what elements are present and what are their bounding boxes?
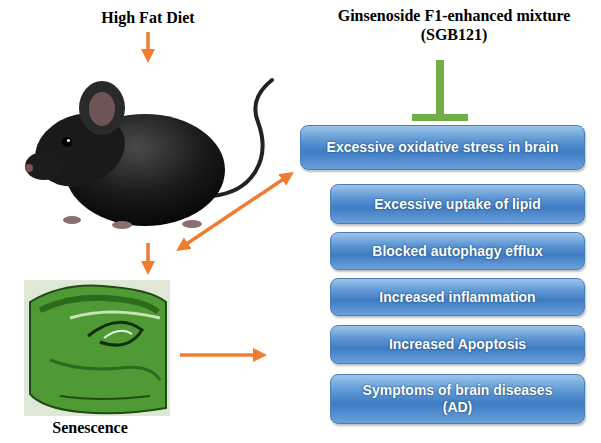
treatment-label: Ginsenoside F1-enhanced mixture (SGB121) bbox=[312, 6, 596, 44]
box-text: Excessive oxidative stress in brain bbox=[327, 139, 559, 156]
inhibition-line bbox=[436, 60, 444, 116]
mouse-foot bbox=[63, 216, 81, 224]
effect-box: Increased Apoptosis bbox=[330, 325, 585, 364]
mouse-ear-inner bbox=[89, 92, 115, 126]
mouse-illustration bbox=[25, 80, 272, 229]
effect-box: Symptoms of brain diseases (AD) bbox=[330, 374, 585, 424]
box-text: Excessive uptake of lipid bbox=[374, 196, 541, 213]
inhibition-bar bbox=[412, 114, 468, 121]
brain-slice bbox=[24, 280, 170, 416]
input-label: High Fat Diet bbox=[58, 8, 238, 27]
cortex-band bbox=[40, 298, 158, 312]
hippocampus bbox=[88, 322, 142, 345]
brain-outline bbox=[30, 286, 166, 414]
slice-ground bbox=[24, 280, 170, 416]
mouse-snout bbox=[25, 152, 63, 180]
mouse-eye bbox=[62, 137, 72, 147]
down-arrow bbox=[146, 32, 150, 56]
thalamus-edge bbox=[50, 360, 160, 380]
image-caption: Senescence bbox=[20, 418, 160, 437]
effect-box: Blocked autophagy efflux bbox=[330, 232, 585, 270]
right-arrow bbox=[180, 353, 260, 357]
hippocampus-highlight bbox=[104, 331, 132, 338]
effect-box: Excessive oxidative stress in brain bbox=[300, 125, 585, 170]
box-text: Symptoms of brain diseases (AD) bbox=[361, 382, 554, 416]
box-text: Increased Apoptosis bbox=[389, 336, 526, 353]
mouse-foot bbox=[182, 220, 202, 228]
mouse-foot bbox=[112, 221, 132, 229]
down-arrow bbox=[146, 243, 150, 268]
mouse-nose bbox=[25, 164, 33, 172]
ventral-edge bbox=[60, 396, 150, 399]
effect-box: Increased inflammation bbox=[330, 278, 585, 316]
mouse-ear bbox=[79, 81, 125, 135]
effect-box: Excessive uptake of lipid bbox=[330, 184, 585, 224]
box-text: Increased inflammation bbox=[379, 289, 535, 306]
mouse-eye-shine bbox=[67, 139, 70, 142]
box-text: Blocked autophagy efflux bbox=[372, 243, 542, 260]
corpus-callosum bbox=[70, 312, 160, 318]
